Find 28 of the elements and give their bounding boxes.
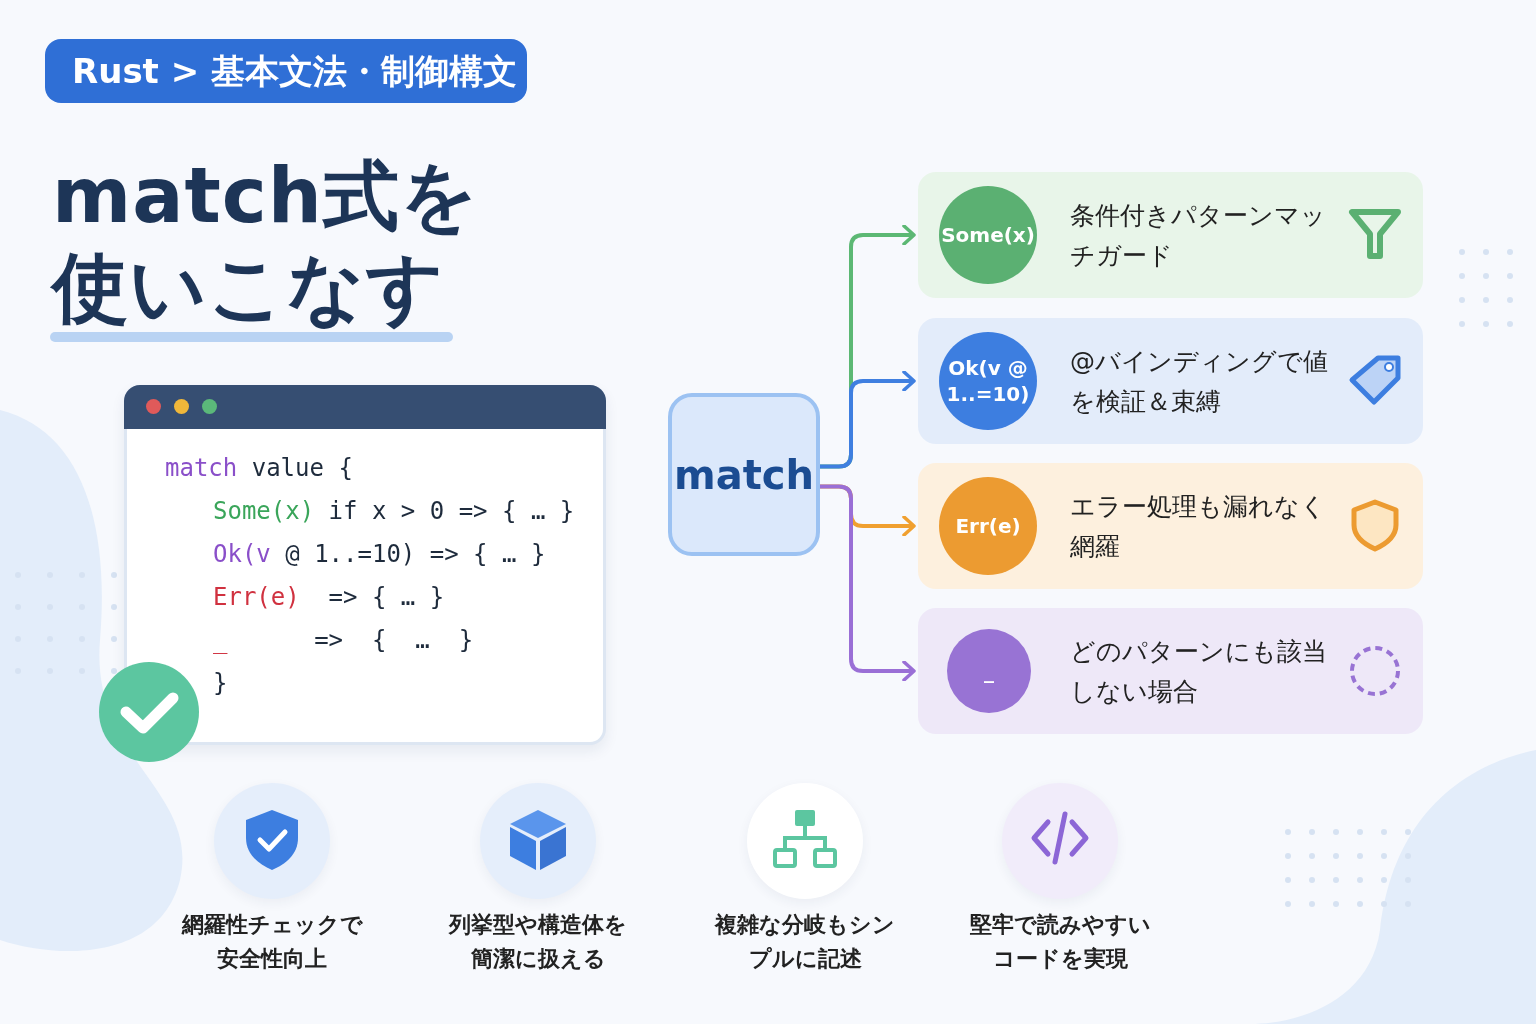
code-window (124, 385, 606, 745)
feature-caption: 複雑な分岐もシンプルに記述 (713, 911, 896, 973)
code-line: Ok(v @ 1..=10) => { … } (213, 540, 546, 568)
pattern-card (918, 172, 1423, 298)
code-line: Some(x) if x > 0 => { … } (213, 497, 575, 525)
card-text: どのパターンにも該当しない場合 (1070, 636, 1328, 708)
code-line: } (213, 669, 228, 697)
pattern-circle: Err(e) (939, 477, 1037, 575)
feature-caption: 列挙型や構造体を簡潔に扱える (447, 911, 628, 973)
title: match式を使いこなす (52, 150, 480, 334)
pattern-circle: _ (947, 629, 1031, 713)
feature-caption: 堅牢で読みやすいコードを実現 (968, 911, 1152, 973)
arrow (820, 484, 916, 682)
code-line: match value { (165, 454, 353, 482)
card-text: 条件付きパターンマッチガード (1070, 200, 1327, 272)
pattern-card (918, 318, 1423, 444)
arrow (820, 370, 916, 469)
pattern-circle: Some(x) (939, 186, 1037, 284)
feature-caption: 網羅性チェックで安全性向上 (180, 911, 364, 973)
pattern-circle: Ok(v @ 1..=10) (939, 332, 1037, 430)
code-line: _ => { … } (213, 626, 474, 654)
match-box: match (668, 393, 820, 556)
pattern-card (918, 608, 1423, 734)
card-text: @バインディングで値を検証＆束縛 (1070, 346, 1329, 418)
card-text: エラー処理も漏れなく網羅 (1070, 491, 1327, 563)
code-line: Err(e) => { … } (213, 583, 445, 611)
breadcrumb-tag: Rust > 基本文法・制御構文 (45, 39, 527, 103)
pattern-card (918, 463, 1423, 589)
